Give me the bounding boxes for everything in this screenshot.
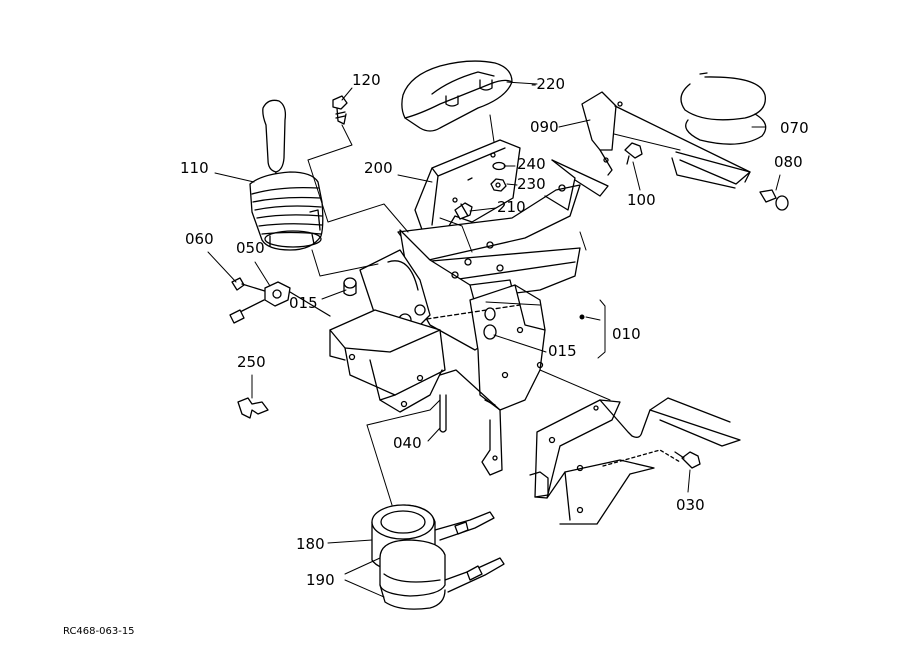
part-110-joystick xyxy=(249,99,324,251)
callout-010: 010 xyxy=(612,325,641,343)
part-230-nut xyxy=(490,178,507,192)
callout-040: 040 xyxy=(393,434,422,452)
callout-120: 120 xyxy=(352,71,381,89)
callout-060: 060 xyxy=(185,230,214,248)
part-030-bolt xyxy=(674,451,701,469)
part-190-holder xyxy=(379,539,505,610)
part-060-bolt xyxy=(231,277,269,293)
drawing-code: RC468-063-15 xyxy=(63,626,135,637)
part-lower-bracket xyxy=(329,309,446,413)
part-080-knob xyxy=(759,189,789,211)
callout-080: 080 xyxy=(774,153,803,171)
part-070-ring xyxy=(680,72,767,145)
part-040-pin xyxy=(439,394,447,433)
callout-230: 230 xyxy=(517,175,546,193)
callout-070: 070 xyxy=(780,119,809,137)
part-100-bolt xyxy=(624,142,643,165)
callout-200: 200 xyxy=(364,159,393,177)
callout-030: 030 xyxy=(676,496,705,514)
callout-110: 110 xyxy=(180,159,209,177)
part-vertical-arm xyxy=(439,369,503,476)
part-250-clip xyxy=(237,397,269,419)
part-015-bushing xyxy=(343,277,357,297)
callout-190: 190 xyxy=(306,571,335,589)
callout-250: 250 xyxy=(237,353,266,371)
part-090-bracket xyxy=(581,91,751,189)
part-120-fitting xyxy=(332,95,348,125)
callout-180: 180 xyxy=(296,535,325,553)
callout-220-number: 220 xyxy=(536,75,566,93)
callout-015-lower: 015 xyxy=(548,342,577,360)
callout-240: 240 xyxy=(517,155,546,173)
part-220-cushion xyxy=(401,60,513,132)
callout-015-upper: 015 xyxy=(289,294,318,312)
part-010-console xyxy=(397,159,609,411)
part-050-joint xyxy=(229,281,331,324)
callout-100: 100 xyxy=(627,191,656,209)
callout-090: 090 xyxy=(530,118,559,136)
part-030-frame xyxy=(529,397,741,525)
leader-lines xyxy=(207,81,781,598)
callout-220: -220 xyxy=(531,75,566,93)
part-240-washer xyxy=(492,161,506,171)
callout-050: 050 xyxy=(236,239,265,257)
callout-210: 210 xyxy=(497,198,526,216)
